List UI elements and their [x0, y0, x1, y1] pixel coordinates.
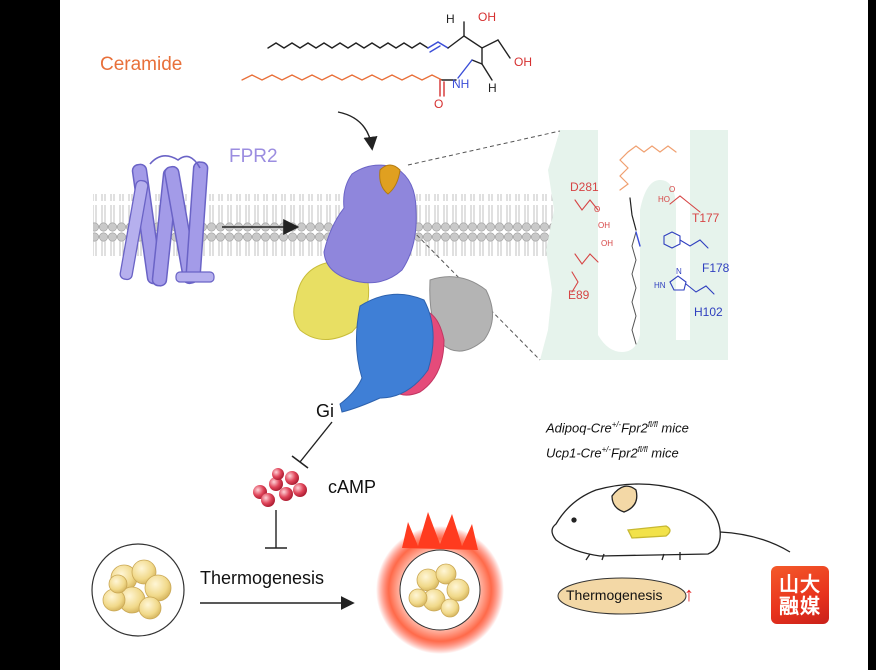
residue-d281: D281 — [570, 180, 599, 194]
atom-o: O — [434, 97, 444, 111]
binding-arrow — [337, 111, 378, 151]
residue-e89: E89 — [568, 288, 590, 302]
residue-ho: HO — [658, 195, 670, 204]
fpr2-inactive-structure — [119, 155, 215, 287]
camp-molecules — [253, 468, 307, 507]
gi-label: Gi — [316, 401, 334, 421]
mouse-line2-label: Ucp1-Cre+/-Fpr2fl/fl mice — [546, 445, 679, 461]
residue-f178: F178 — [702, 261, 730, 275]
ceramide-label: Ceramide — [100, 54, 183, 75]
mouse-illustration — [551, 483, 791, 561]
atom-h-bottom: H — [488, 81, 497, 95]
residue-hn: HN — [654, 281, 666, 290]
zoom-line-top — [407, 130, 561, 166]
residue-h102: H102 — [694, 305, 723, 319]
camp-label: cAMP — [328, 477, 377, 497]
pocket-ligand — [571, 145, 715, 345]
adipocyte-thermogenic — [376, 512, 504, 654]
residue-t177: T177 — [692, 211, 720, 225]
gi-inhibit-line — [299, 421, 333, 463]
binding-pocket-cavity — [598, 130, 690, 352]
thermogenesis-left-label: Thermogenesis — [200, 568, 325, 588]
thermogenesis-oval — [557, 577, 687, 615]
fpr2-gi-complex — [293, 164, 493, 413]
brand-logo: 山大 融媒 — [771, 566, 829, 624]
residue-n: N — [676, 267, 682, 276]
fpr2-label: FPR2 — [229, 146, 278, 167]
gi-inhibit-bar — [291, 455, 309, 469]
adipocyte-left — [91, 543, 185, 637]
residue-o-a: O — [594, 205, 601, 214]
logo-line1: 山大 — [779, 572, 821, 596]
logo-line2: 融媒 — [779, 594, 821, 618]
residue-oh-a: OH — [598, 221, 610, 230]
atom-oh-top: OH — [478, 10, 496, 24]
mouse-line1-label: Adipoq-Cre+/-Fpr2fl/fl mice — [546, 420, 689, 436]
thermogenesis-right-label: Thermogenesis — [566, 587, 663, 603]
atom-h-top: H — [446, 12, 455, 26]
residue-oh-b: OH — [601, 239, 613, 248]
atom-nh: NH — [452, 77, 470, 91]
up-arrow-icon: ↑ — [684, 584, 694, 606]
ceramide-structure — [241, 21, 511, 97]
residue-o-b: O — [669, 185, 676, 194]
atom-oh-right: OH — [514, 55, 532, 69]
